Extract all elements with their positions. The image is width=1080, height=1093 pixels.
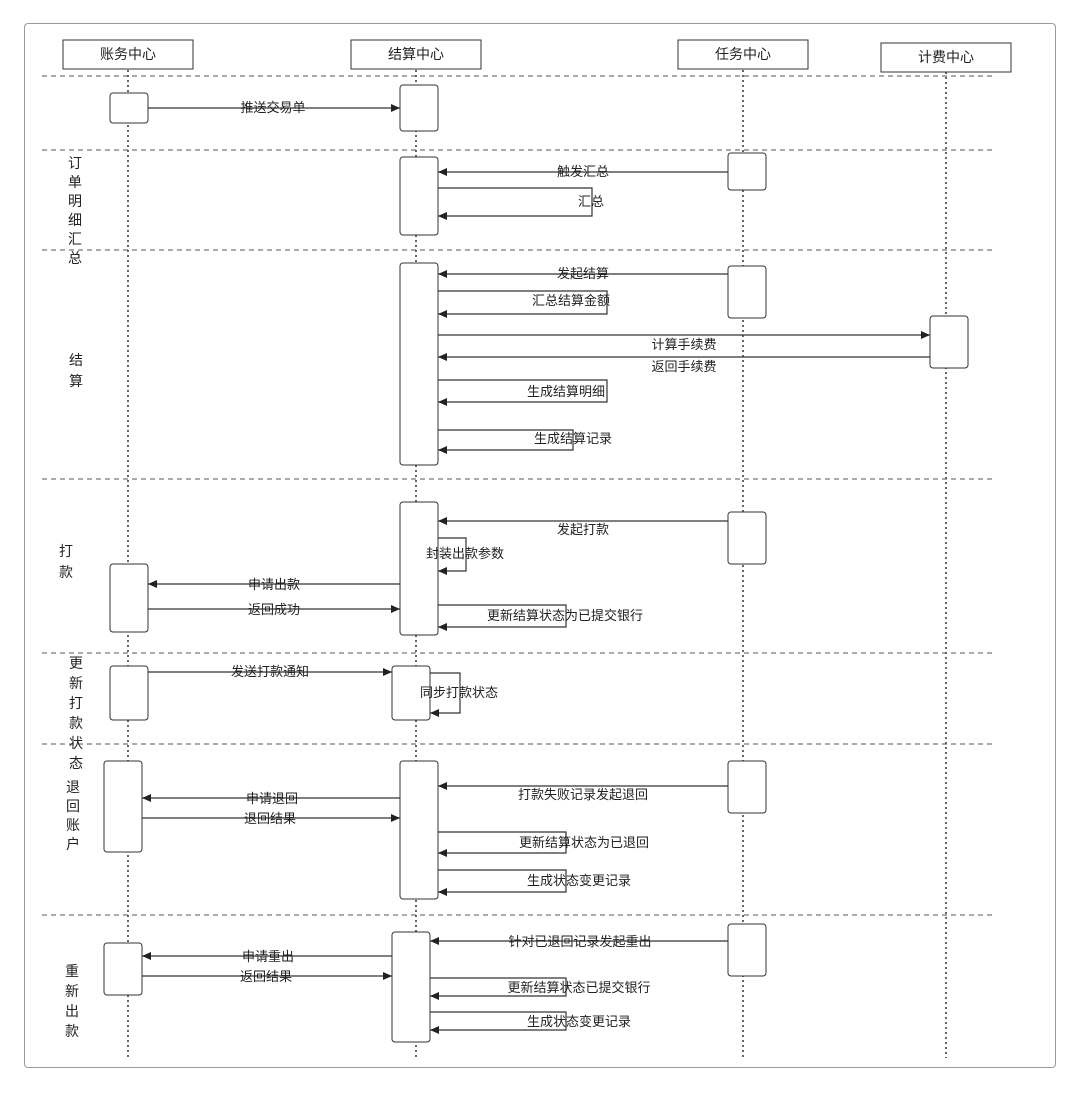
message-label: 申请退回 xyxy=(246,792,298,807)
section-labels: 订单明细汇总 结算 打款 更新打款状态 退回账户 重新出款 xyxy=(59,156,83,1040)
message-arrow xyxy=(430,672,461,717)
participant-label: 计费中心 xyxy=(918,50,974,66)
section-label: 结算 xyxy=(69,353,83,390)
message-label: 生成状态变更记录 xyxy=(527,1014,631,1030)
message-arrow xyxy=(438,429,574,454)
message-arrow xyxy=(438,379,608,406)
activation-box xyxy=(391,931,431,1043)
participant-label: 任务中心 xyxy=(715,47,771,63)
message-label: 更新结算状态为已提交银行 xyxy=(487,608,643,624)
message-label: 返回手续费 xyxy=(651,360,716,375)
section-label: 重新出款 xyxy=(65,964,79,1040)
message-arrow xyxy=(438,869,567,896)
section-label: 订单明细汇总 xyxy=(68,156,82,267)
message-arrow xyxy=(438,831,567,857)
message-label: 针对已退回记录发起重出 xyxy=(508,934,651,950)
message-arrow xyxy=(438,187,593,220)
activation-box xyxy=(399,760,439,900)
message-label: 同步打款状态 xyxy=(420,686,498,701)
activation-box xyxy=(109,665,149,721)
message-label: 生成状态变更记录 xyxy=(527,873,631,889)
activation-box xyxy=(399,156,439,236)
message-label: 更新结算状态为已退回 xyxy=(519,835,649,851)
message-label: 生成结算明细 xyxy=(527,385,605,400)
message-label: 触发汇总 xyxy=(557,164,609,180)
activation-box xyxy=(727,265,767,319)
section-label: 更新打款状态 xyxy=(69,656,83,772)
message-label: 更新结算状态已提交银行 xyxy=(507,980,650,996)
message-arrow xyxy=(438,604,567,631)
activation-box xyxy=(109,92,149,124)
activation-box xyxy=(103,942,143,996)
activation-box xyxy=(727,511,767,565)
participants: 账务中心 结算中心 任务中心 计费中心 xyxy=(62,39,1012,73)
message-label: 发起打款 xyxy=(557,522,609,538)
message-arrow xyxy=(438,537,467,575)
message-label: 打款失败记录发起退回 xyxy=(518,787,648,803)
activation-box xyxy=(929,315,969,369)
section-label: 打款 xyxy=(59,543,73,581)
message-label: 发起结算 xyxy=(557,266,609,282)
participant-task-center: 任务中心 xyxy=(677,39,809,70)
message-arrow xyxy=(438,290,608,318)
participant-billing-center: 计费中心 xyxy=(880,42,1012,73)
message-label: 申请重出 xyxy=(242,949,294,965)
message-label: 生成结算记录 xyxy=(534,432,612,447)
activation-box xyxy=(109,563,149,633)
message-label: 退回结果 xyxy=(244,812,296,827)
message-label: 推送交易单 xyxy=(240,100,305,116)
message-label: 返回结果 xyxy=(240,970,292,985)
section-label: 退回账户 xyxy=(66,780,80,853)
activation-box xyxy=(391,665,431,721)
message-label: 发送打款通知 xyxy=(231,664,309,680)
activation-box xyxy=(727,760,767,814)
message-arrow xyxy=(430,977,567,1000)
activation-box xyxy=(399,262,439,466)
message-label: 封装出款参数 xyxy=(426,546,504,562)
message-labels: 推送交易单 触发汇总 汇总 发起结算 汇总结算金额 计算手续费 返回手续费 生成… xyxy=(231,100,717,1030)
message-label: 计算手续费 xyxy=(651,338,716,353)
lifelines xyxy=(127,70,947,1058)
activations xyxy=(103,84,969,1043)
message-arrows xyxy=(142,104,930,1034)
message-label: 申请出款 xyxy=(248,578,300,593)
participant-label: 账务中心 xyxy=(100,47,156,63)
message-arrow xyxy=(430,1011,567,1034)
message-label: 汇总 xyxy=(578,195,604,210)
activation-box xyxy=(103,760,143,853)
message-label: 返回成功 xyxy=(248,603,300,618)
message-label: 汇总结算金额 xyxy=(532,293,610,309)
diagram-frame xyxy=(24,23,1056,1068)
activation-box xyxy=(727,923,767,977)
participant-settlement-center: 结算中心 xyxy=(350,39,482,70)
participant-account-center: 账务中心 xyxy=(62,39,194,70)
activation-box xyxy=(727,152,767,191)
participant-label: 结算中心 xyxy=(388,47,444,63)
activation-box xyxy=(399,84,439,132)
activation-box xyxy=(399,501,439,636)
